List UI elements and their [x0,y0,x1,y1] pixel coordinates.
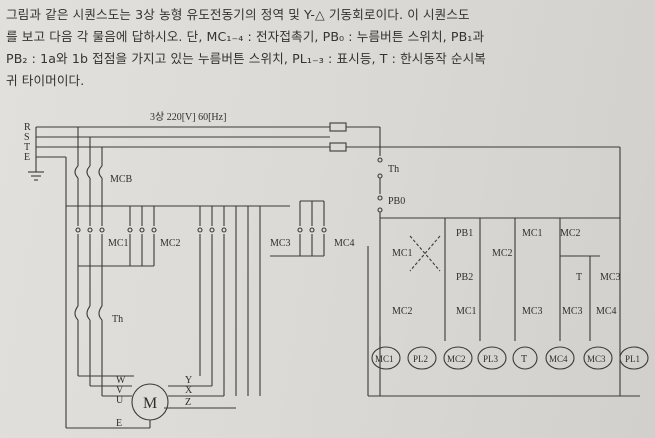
load-mc4: MC4 [549,354,568,364]
load-pl2: PL2 [413,354,428,364]
motor [66,375,236,429]
load-mc2: MC2 [447,354,466,364]
supply-label: 3상 220[V] 60[Hz] [150,111,226,123]
mc1-mc2-contacts [75,206,157,306]
load-mc1: MC1 [375,354,394,364]
ctrl-pb1-label: PB1 [456,228,473,239]
power-lines [28,122,620,181]
line-label-s: S [24,132,30,143]
line-label-r: R [24,122,31,133]
terminal-w: W [116,375,126,386]
ctrl-pb2-label: PB2 [456,272,473,283]
question-line-2: 를 보고 다음 각 물음에 답하시오. 단, MC₁₋₄ : 전자접촉기, PB… [6,29,485,44]
ctrl-mc2c-label: MC2 [560,228,581,239]
question-line-4: 귀 타이머이다. [6,73,85,88]
ctrl-mc3a-label: MC3 [522,306,543,317]
terminal-z: Z [185,397,191,408]
ctrl-mc1b-label: MC1 [456,306,477,317]
line-label-e: E [24,152,30,163]
terminal-v: V [116,385,124,396]
ctrl-mc2-label: MC2 [392,306,413,317]
thermal-relay [74,305,103,396]
mc1-label: MC1 [108,238,129,249]
load-pl1: PL1 [625,354,640,364]
ctrl-mc4-label: MC4 [596,306,617,317]
ctrl-t-label: T [576,272,582,283]
mcb-breaker [65,127,290,428]
load-pl3: PL3 [483,354,499,364]
line-label-t: T [24,142,30,153]
load-t: T [521,354,527,365]
ctrl-mc2b-label: MC2 [492,248,513,259]
motor-label: M [143,395,157,412]
ctrl-th-label: Th [388,164,399,175]
mc3-mc4-contacts [197,200,327,396]
control-circuit [367,146,640,397]
ctrl-mc1c-label: MC1 [522,228,543,239]
question-line-1: 그림과 같은 시퀀스도는 3상 농형 유도전동기의 정역 및 Y-△ 기동회로이… [6,7,470,22]
ctrl-mc3b-label: MC3 [600,272,621,283]
load-row [371,346,649,370]
mcb-label: MCB [110,174,133,185]
ctrl-pb0-label: PB0 [388,196,405,207]
question-line-3: PB₂ : 1a와 1b 접점을 가지고 있는 누름버튼 스위치, PL₁₋₃ … [6,51,486,66]
ctrl-mc3c-label: MC3 [562,306,583,317]
question-text: 그림과 같은 시퀀스도는 3상 농형 유도전동기의 정역 및 Y-△ 기동회로이… [6,4,646,92]
terminal-x: X [185,385,193,396]
ctrl-mc1-label: MC1 [392,248,413,259]
sequence-diagram: R S T E 3상 220[V] 60[Hz] MCB [24,111,649,429]
mc4-label: MC4 [334,238,355,249]
load-mc3: MC3 [587,354,606,364]
ground-label: E [116,418,122,429]
th-label: Th [112,314,123,325]
terminal-y: Y [185,375,192,386]
mc3-label: MC3 [270,238,291,249]
terminal-u: U [116,395,124,406]
mc2-label: MC2 [160,238,181,249]
